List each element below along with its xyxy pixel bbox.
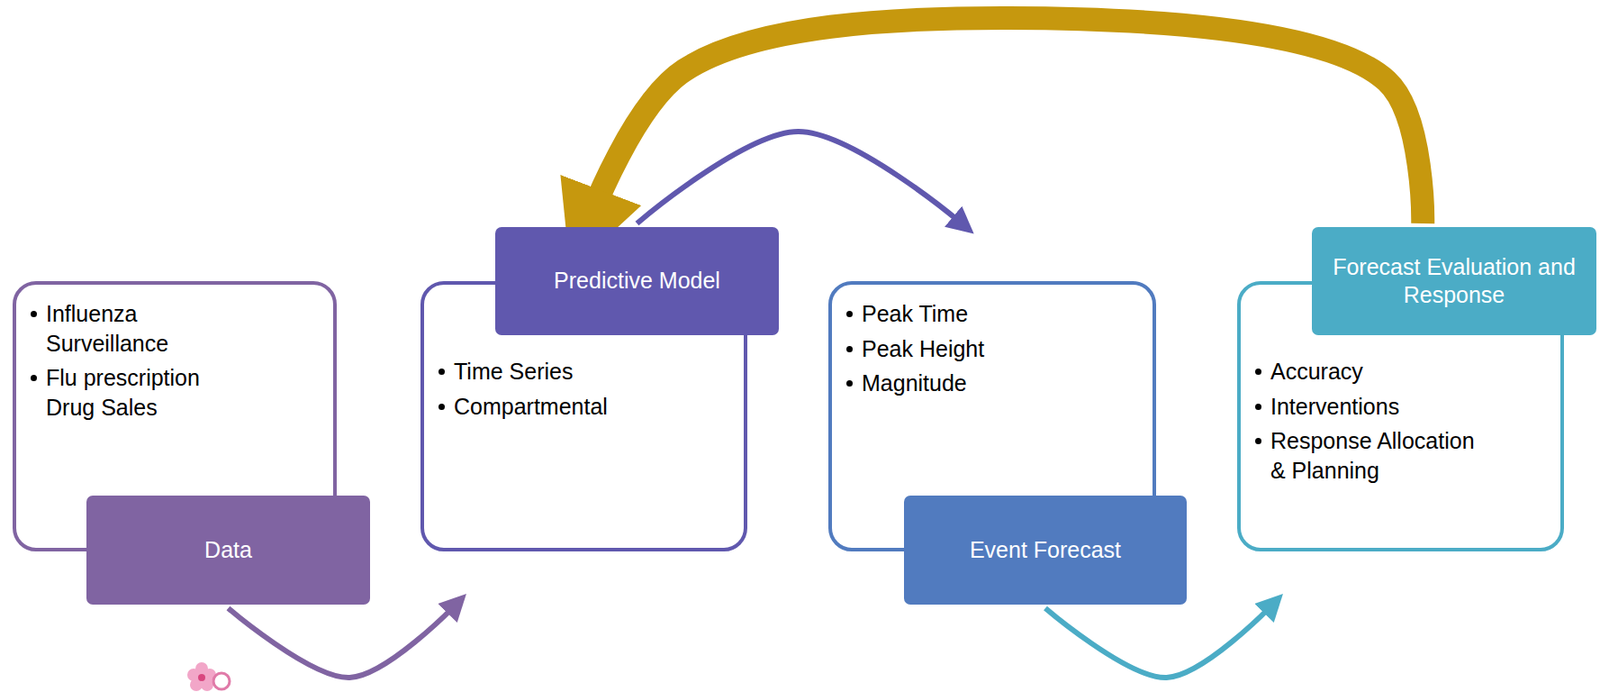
bullet-text: Time Series xyxy=(453,356,573,387)
stage-title: Predictive Model xyxy=(553,266,721,295)
bullet-item: Compartmental xyxy=(438,391,727,422)
bullet-text: Peak Height xyxy=(861,334,985,364)
bullet-dot xyxy=(438,403,445,410)
bullet-item: Response Allocation & Planning xyxy=(1255,425,1492,485)
stage-label-box: Event Forecast xyxy=(903,495,1187,605)
stage-label-box: Data xyxy=(86,495,371,605)
bullet-item: Peak Height xyxy=(846,334,1117,364)
bullet-text: Interventions xyxy=(1270,391,1400,422)
bullet-dot xyxy=(1255,403,1262,410)
feedback-arrow xyxy=(591,18,1423,224)
bullet-dot xyxy=(438,368,445,375)
bullet-dot xyxy=(846,345,853,353)
process-group-box: Event ForecastPeak TimePeak HeightMagnit… xyxy=(828,280,1157,552)
bullet-text: Compartmental xyxy=(453,391,608,422)
bullet-dot xyxy=(1255,437,1262,444)
bullet-item: Interventions xyxy=(1255,391,1492,422)
bullet-text: Magnitude xyxy=(861,368,968,398)
flow-arrow xyxy=(1045,606,1270,678)
flow-arrow xyxy=(637,131,960,224)
bullet-text: Influenza Surveillance xyxy=(45,298,247,358)
bullet-item: Time Series xyxy=(438,356,727,387)
bullet-item: Peak Time xyxy=(846,298,1117,329)
bullet-text: Accuracy xyxy=(1270,356,1364,387)
bullet-list: AccuracyInterventionsResponse Allocation… xyxy=(1255,356,1492,490)
bullet-list: Time SeriesCompartmental xyxy=(438,356,727,426)
bullet-text: Peak Time xyxy=(861,298,968,329)
stage-label-box: Forecast Evaluation and Response xyxy=(1311,226,1597,335)
stage-title: Forecast Evaluation and Response xyxy=(1322,253,1586,310)
flower-ornament xyxy=(187,661,230,691)
bullet-dot xyxy=(846,379,853,387)
bullet-list: Peak TimePeak HeightMagnitude xyxy=(846,298,1117,404)
bullet-dot xyxy=(30,374,37,381)
bullet-item: Influenza Surveillance xyxy=(30,298,247,358)
bullet-item: Accuracy xyxy=(1255,356,1492,387)
bullet-item: Flu prescription Drug Sales xyxy=(30,362,247,422)
stage-title: Data xyxy=(204,535,253,564)
process-group-box: DataInfluenza SurveillanceFlu prescripti… xyxy=(12,280,337,552)
flow-arrow xyxy=(228,606,454,678)
bullet-text: Response Allocation & Planning xyxy=(1270,425,1492,485)
stage-title: Event Forecast xyxy=(969,535,1121,564)
bullet-dot xyxy=(1255,368,1262,375)
bullet-item: Magnitude xyxy=(846,368,1117,398)
process-group-box: Predictive ModelTime SeriesCompartmental xyxy=(420,280,748,552)
bullet-dot xyxy=(846,310,853,317)
bullet-list: Influenza SurveillanceFlu prescription D… xyxy=(30,298,247,427)
bullet-text: Flu prescription Drug Sales xyxy=(45,362,247,422)
process-group-box: Forecast Evaluation and ResponseAccuracy… xyxy=(1237,280,1564,552)
bullet-dot xyxy=(30,310,37,317)
stage-label-box: Predictive Model xyxy=(495,226,779,335)
